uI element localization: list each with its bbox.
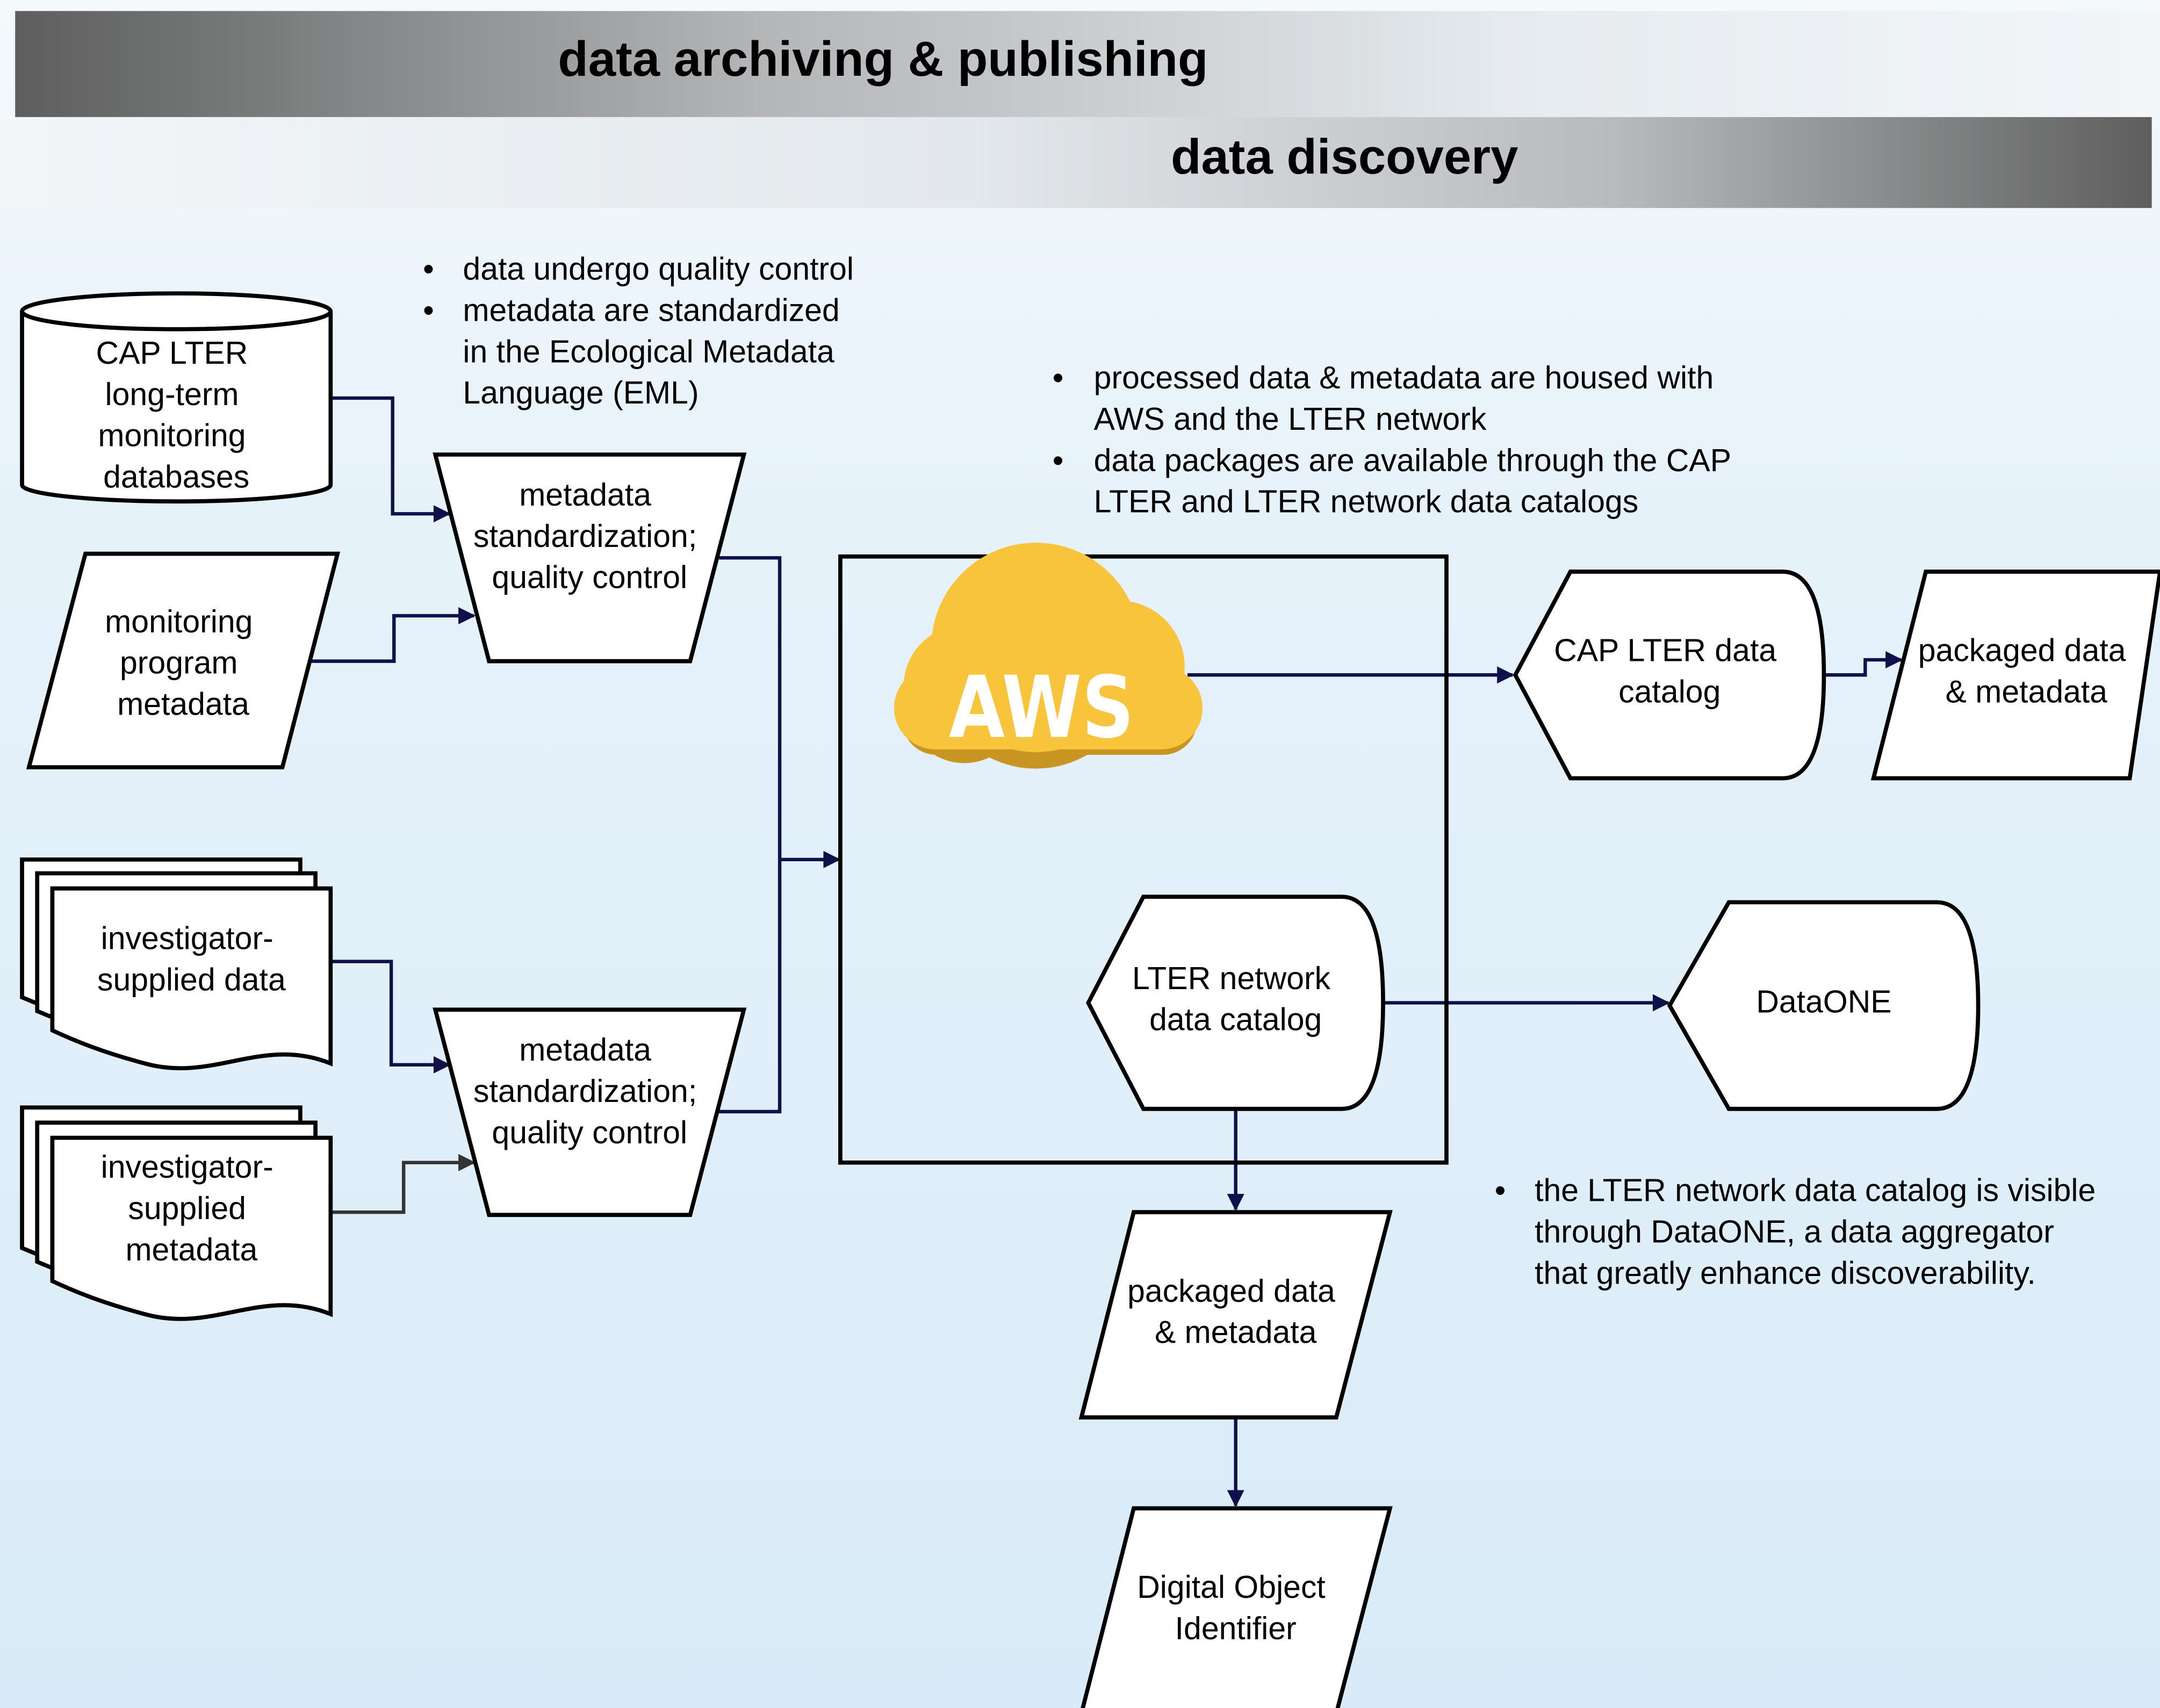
bullet: • [423,293,434,328]
note-quality-1: data undergo quality control [463,251,854,286]
bullet: • [423,251,434,286]
archiving-banner-title: data archiving & publishing [558,31,1208,87]
notes-dataone: • the LTER network data catalog is visib… [1495,1173,2105,1291]
bullet: • [1053,443,1064,478]
doi-label: Digital Object Identifier [1137,1570,1334,1646]
connector-program-to-standardization [311,607,476,663]
standardization-bottom-shape: metadata standardization; quality contro… [433,1007,747,1217]
packaged-data-bottom-shape: packaged data & metadata [1078,1210,1393,1419]
lter-network-catalog-shape: LTER network data catalog [1086,895,1385,1111]
standardization-top-shape: metadata standardization; quality contro… [433,452,747,664]
connector-cap-catalog-to-package [1824,651,1903,677]
cap-lter-catalog-shape: CAP LTER data catalog [1513,570,1826,781]
note-dataone-1: the LTER network data catalog is visible… [1535,1173,2105,1291]
aws-cloud-icon: AWS [894,543,1203,769]
doi-shape: Digital Object Identifier [1081,1506,1393,1708]
aws-logo-text: AWS [949,658,1134,757]
investigator-data-label: investigator- supplied data [97,921,286,997]
investigator-data-shape: investigator- supplied data [20,857,333,1070]
investigator-metadata-label: investigator- supplied metadata [101,1150,283,1267]
cap-lter-catalog-label: CAP LTER data catalog [1554,633,1785,710]
bullet: • [1495,1173,1506,1208]
investigator-metadata-shape: investigator- supplied metadata [20,1105,333,1321]
program-metadata-label: monitoring program metadata [105,604,262,722]
standardization-top-label: metadata standardization; quality contro… [473,478,706,595]
notes-housing: • processed data & metadata are housed w… [1053,361,1740,520]
discovery-banner [0,117,2152,208]
dataone-shape: DataONE [1667,900,1981,1111]
connectors [311,396,1903,1508]
archiving-banner [15,11,2160,117]
packaged-data-right-label: packaged data & metadata [1918,633,2135,710]
note-housing-1: processed data & metadata are housed wit… [1094,361,1723,437]
note-quality-2: metadata are standardized in the Ecologi… [463,293,848,410]
bullet: • [1053,361,1064,395]
lter-network-catalog-label: LTER network data catalog [1132,961,1340,1037]
packaged-data-bottom-label: packaged data & metadata [1127,1274,1344,1350]
program-metadata-shape: monitoring program metadata [26,551,341,769]
notes-quality: • data undergo quality control • metadat… [423,251,854,410]
dataone-label: DataONE [1756,984,1891,1019]
packaged-data-right-shape: packaged data & metadata [1870,570,2160,781]
connector-databases-to-standardization [332,396,451,523]
connector-merge-bracket [719,556,782,1114]
discovery-banner-title: data discovery [1171,128,1518,184]
connector-investigator-data-to-standardization [332,960,451,1073]
note-housing-2: data packages are available through the … [1094,443,1740,520]
standardization-bottom-label: metadata standardization; quality contro… [473,1033,706,1150]
aws-housing-box [838,554,1449,1165]
database-label: CAP LTER long-term monitoring databases [96,336,257,495]
database-shape: CAP LTER long-term monitoring databases [20,291,333,504]
connector-investigator-metadata-to-standardization [332,1154,476,1214]
